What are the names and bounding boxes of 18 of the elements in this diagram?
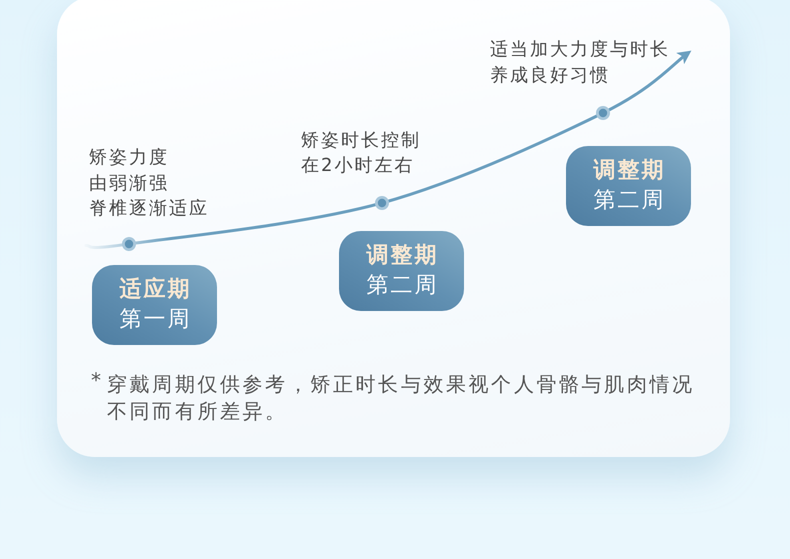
annotation-text: 脊椎逐渐适应 xyxy=(89,197,209,221)
stage-week: 第一周 xyxy=(118,306,192,334)
stage-box xyxy=(92,265,217,345)
annotation-text: 在2小时左右 xyxy=(301,154,414,178)
stage-week: 第二周 xyxy=(592,187,666,215)
footnote-mark: * xyxy=(91,367,101,394)
annotation-text: 适当加大力度与时长 xyxy=(490,38,670,62)
annotation-text: 矫姿时长控制 xyxy=(301,129,421,153)
annotation-text: 由弱渐强 xyxy=(89,172,169,196)
stage-title: 适应期 xyxy=(118,276,192,304)
annotation-text: 矫姿力度 xyxy=(89,146,169,170)
stage-title: 调整期 xyxy=(365,242,438,270)
stage-week: 第二周 xyxy=(366,272,438,300)
annotation-text: 养成良好习惯 xyxy=(490,64,610,88)
stage-title: 调整期 xyxy=(592,157,666,185)
stage-box xyxy=(339,231,464,311)
footnote-text: 穿戴周期仅供参考，矫正时长与效果视个人骨骼与肌肉情况不同而有所差异。 xyxy=(107,371,696,425)
stage-box xyxy=(566,146,691,226)
